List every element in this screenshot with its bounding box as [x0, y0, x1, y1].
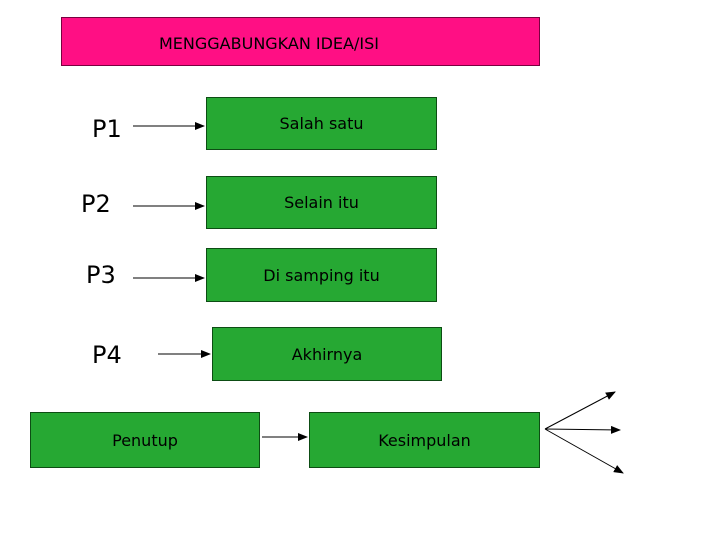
p3-label: P3	[86, 261, 116, 289]
box-p3: Di samping itu	[206, 248, 437, 302]
p4-label: P4	[92, 341, 122, 369]
box-kesimpulan: Kesimpulan	[309, 412, 540, 468]
title-box: MENGGABUNGKAN IDEA/ISI	[61, 17, 540, 66]
box-p1: Salah satu	[206, 97, 437, 150]
box-penutup: Penutup	[30, 412, 260, 468]
p2-label: P2	[81, 190, 111, 218]
diagram-title: MENGGABUNGKAN IDEA/ISI	[159, 34, 379, 53]
box-p4: Akhirnya	[212, 327, 442, 381]
branch-arrow-mid	[544, 425, 621, 434]
p1-label: P1	[92, 115, 122, 143]
box-p2: Selain itu	[206, 176, 437, 229]
branch-arrow-up	[544, 391, 616, 430]
branch-arrow-down	[544, 428, 624, 474]
